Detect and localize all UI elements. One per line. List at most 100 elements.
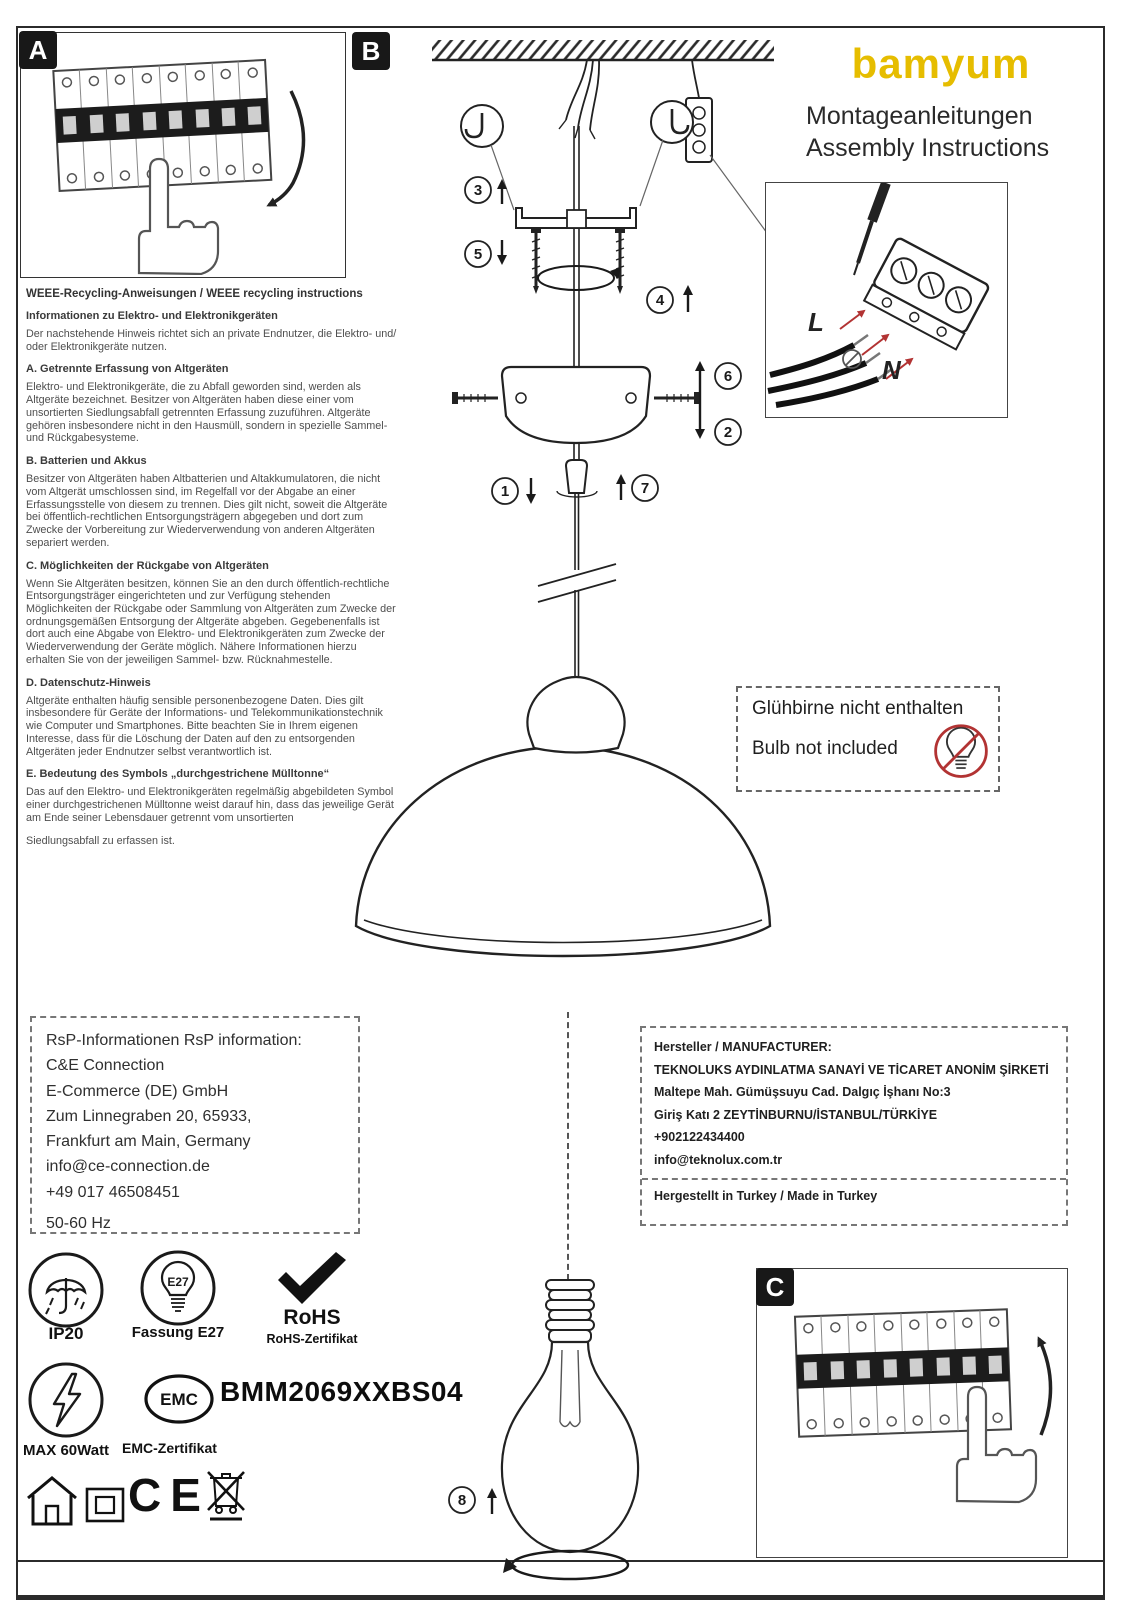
step-5-badge: 5 (464, 240, 507, 268)
manufacturer-phone: +902122434400 (654, 1130, 745, 1144)
ce-mark: CE (128, 1469, 210, 1521)
manufacturer-line: TEKNOLUKS AYDINLATMA SANAYİ VE TİCARET A… (654, 1062, 1049, 1077)
lamp-shade (354, 745, 772, 958)
weee-section-e-text: Das auf den Elektro- und Elektronikgerät… (26, 786, 394, 824)
rsp-phone: +49 017 46508451 (46, 1183, 180, 1201)
svg-text:EMC: EMC (160, 1390, 198, 1409)
figure-a-box: A (19, 31, 346, 278)
shade-rim (363, 919, 763, 944)
weee-intro-text: Der nachstehende Hinweis richtet sich an… (26, 328, 397, 353)
cord-grip (556, 459, 598, 498)
page-frame (16, 26, 1105, 1600)
hook-detail-right (639, 100, 694, 207)
socket-e27-icon: E27 (140, 1250, 216, 1326)
lamp-holder (526, 675, 626, 754)
weee-section-b-text: Besitzer von Altgeräten haben Altbatteri… (26, 473, 388, 549)
model-number: BMM2069XXBS04 (220, 1376, 464, 1407)
rsp-line: Zum Linnegraben 20, 65933, (46, 1107, 252, 1125)
svg-text:2: 2 (724, 424, 732, 441)
manufacturer-email: info@teknolux.com.tr (654, 1152, 783, 1167)
svg-text:5: 5 (474, 246, 482, 263)
breaker-panel-off-figure (52, 58, 306, 276)
manufacturer-line: Maltepe Mah. Gümüşsuyu Cad. Dalgıç İşhan… (654, 1085, 951, 1099)
mounting-screw-left (531, 228, 541, 294)
rsp-line: C&E Connection (46, 1057, 165, 1075)
wiring-detail-box: L N (765, 181, 1008, 418)
bulb-note-de: Glühbirne nicht enthalten (752, 698, 964, 719)
weee-section-d-text: Altgeräte enthalten häufig sensible pers… (26, 694, 383, 758)
brand-logo: bamyum (851, 40, 1031, 87)
weee-section-a-title: A. Getrennte Erfassung von Altgeräten (26, 363, 229, 376)
bulb-glass (500, 1340, 640, 1554)
rohs-check-icon (278, 1252, 346, 1304)
live-label: L (808, 307, 824, 337)
screwdriver-icon (853, 181, 891, 276)
step-2-badge: 2 (714, 418, 742, 446)
canopy-screw-right (654, 392, 700, 404)
ip20-label: IP20 (48, 1324, 84, 1343)
wiring-arrows (839, 309, 914, 380)
twist-arrow-icon (537, 265, 621, 291)
weee-closing: Siedlungsabfall zu erfassen ist. (26, 834, 175, 847)
terminal-block-icon (862, 237, 990, 351)
manufacturer-line: Giriş Katı 2 ZEYTİNBURNU/İSTANBUL/TÜRKİY… (654, 1107, 938, 1122)
breaker-panel (52, 58, 273, 192)
step-1-badge: 1 (491, 477, 536, 505)
rsp-info-box: RsP-Informationen RsP information: C&E C… (30, 1016, 360, 1234)
step-3-badge: 3 (464, 176, 507, 204)
breaker-panel-on-figure (793, 1308, 1053, 1504)
rohs-cert-label: RoHS-Zertifikat (266, 1332, 358, 1346)
section-c-label: C (756, 1268, 794, 1306)
rsp-frequency: 50-60 Hz (46, 1214, 111, 1232)
wiring-detail-diagram: L N (767, 181, 990, 408)
weee-section-d-title: D. Datenschutz-Hinweis (26, 676, 151, 689)
no-screw-symbol (842, 349, 862, 369)
pendant-cord (574, 493, 580, 685)
hand-pointing-icon (137, 157, 220, 276)
assembly-diagram: 3 5 4 6 2 (354, 40, 774, 958)
mounting-bracket (515, 207, 637, 229)
title-german: Montageanleitungen (806, 102, 1033, 130)
svg-text:E27: E27 (167, 1275, 189, 1289)
step-6-badge: 6 (714, 362, 742, 390)
wire-tips (853, 333, 893, 381)
bulb-not-included-box: Glühbirne nicht enthalten Bulb not inclu… (736, 686, 1000, 792)
emc-cert-label: EMC-Zertifikat (122, 1440, 217, 1456)
made-in: Hergestellt in Turkey / Made in Turkey (654, 1189, 878, 1203)
mounting-screw-right (615, 228, 625, 294)
turn-off-arrow-icon (266, 90, 306, 207)
suspension-rod (573, 126, 580, 368)
break-marks (537, 563, 617, 603)
weee-section-a-text: Elektro- und Elektronikgeräte, die zu Ab… (26, 381, 388, 445)
no-bulb-icon (934, 724, 988, 778)
step-8-badge: 8 (448, 1486, 497, 1514)
section-b-label: B (352, 32, 390, 70)
weee-section-b-title: B. Batterien und Akkus (26, 455, 147, 468)
section-a-label: A (19, 31, 57, 69)
cord-dashed-line (567, 1012, 569, 1280)
hook-detail-left (460, 104, 515, 211)
hand-pointing-icon (955, 1385, 1038, 1504)
bottom-rule (16, 1560, 1105, 1562)
step-7-badge: 7 (616, 474, 659, 502)
svg-text:7: 7 (641, 480, 649, 497)
canopy-screw-left (452, 392, 498, 404)
bulb-figure: 8 (448, 1279, 640, 1581)
terminal-block (685, 59, 768, 234)
rsp-line: E-Commerce (DE) GmbH (46, 1082, 229, 1100)
weee-heading: WEEE-Recycling-Anweisungen / WEEE recycl… (26, 288, 363, 300)
svg-text:1: 1 (501, 483, 509, 500)
bulb-filament (559, 1349, 581, 1428)
socket-label: Fassung E27 (131, 1324, 225, 1341)
weee-section-c-title: C. Möglichkeiten der Rückgabe von Altger… (26, 559, 269, 572)
svg-text:6: 6 (724, 368, 732, 385)
house-icon (27, 1476, 77, 1526)
rsp-line: Frankfurt am Main, Germany (46, 1133, 251, 1151)
max-watt-icon (28, 1362, 104, 1438)
divider (642, 1178, 1066, 1180)
rohs-title: RoHS (283, 1306, 341, 1329)
step-4-badge: 4 (646, 285, 693, 314)
ceiling (432, 40, 774, 62)
rotate-arrow-icon (503, 1549, 630, 1581)
svg-text:3: 3 (474, 182, 482, 199)
